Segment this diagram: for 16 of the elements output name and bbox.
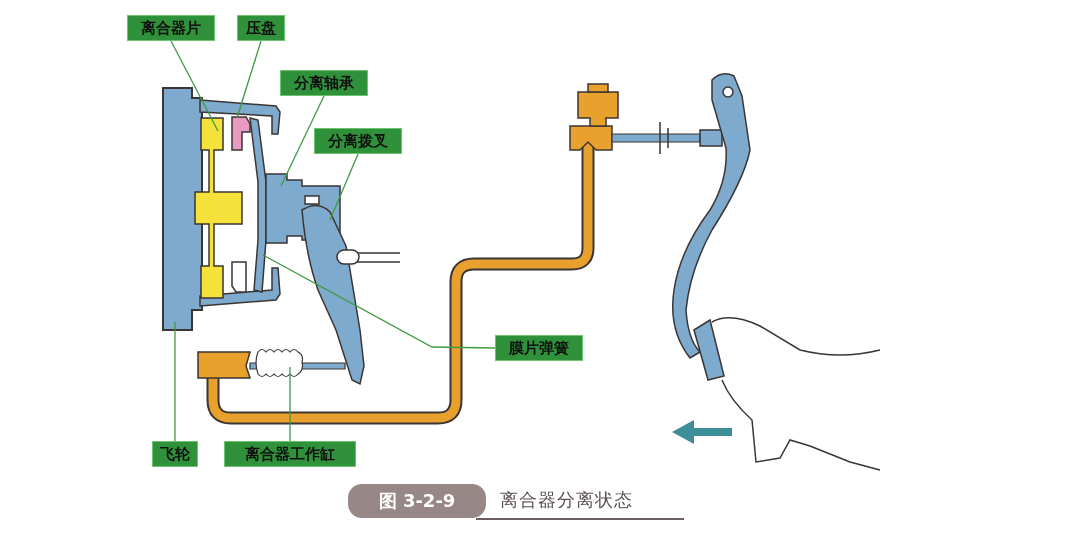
part-label: 压盘	[237, 15, 285, 41]
leader-line	[289, 366, 291, 442]
leader-line	[329, 153, 359, 221]
leader-line	[262, 254, 496, 349]
leader-line	[280, 95, 325, 187]
part-label: 分离轴承	[280, 70, 368, 96]
figure-number: 图 3-2-9	[348, 484, 486, 518]
caption: 离合器分离状态	[500, 488, 633, 512]
leader-line	[170, 40, 219, 132]
part-label: 飞轮	[152, 441, 198, 467]
part-label: 离合器工作缸	[224, 441, 356, 467]
part-label: 分离拨叉	[314, 128, 402, 154]
part-label: 膜片弹簧	[495, 335, 583, 361]
leader-line	[174, 321, 176, 442]
part-label: 离合器片	[127, 15, 215, 41]
leader-line	[236, 40, 262, 119]
